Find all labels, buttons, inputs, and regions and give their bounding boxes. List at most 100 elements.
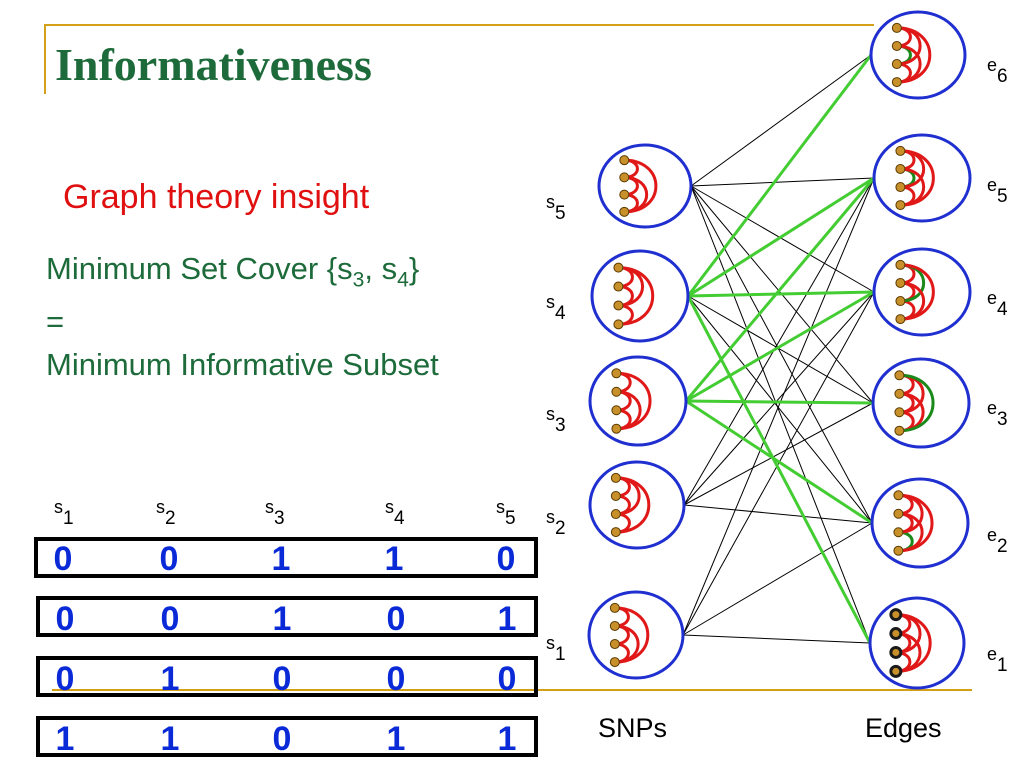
table-cell: 1 bbox=[55, 720, 75, 758]
table-cell: 1 bbox=[272, 600, 292, 638]
snp-label-s5: s5 bbox=[546, 192, 566, 224]
node-dot bbox=[895, 314, 906, 325]
red-arc bbox=[900, 263, 935, 321]
snp-node bbox=[588, 460, 686, 550]
cover-connection-line bbox=[687, 290, 875, 298]
snp-node bbox=[597, 143, 693, 229]
red-arc bbox=[618, 266, 644, 307]
red-arc bbox=[614, 624, 640, 664]
table-header-s3: s3 bbox=[265, 497, 285, 529]
edge-node bbox=[872, 133, 972, 223]
graph-connection-line bbox=[682, 522, 873, 636]
graph-connection-line bbox=[690, 185, 875, 293]
node-dot bbox=[894, 388, 905, 399]
table-header-s4: s4 bbox=[385, 497, 405, 529]
node-dot bbox=[894, 407, 905, 418]
node-dot bbox=[619, 206, 630, 217]
table-cell: 1 bbox=[386, 720, 406, 758]
table-cell: 1 bbox=[497, 600, 517, 638]
node-dot bbox=[610, 490, 621, 501]
snp-label-s3: s3 bbox=[546, 404, 566, 436]
table-header-s1: s1 bbox=[54, 497, 74, 529]
red-arc bbox=[900, 149, 935, 207]
edge-label-e4: e4 bbox=[987, 288, 1008, 320]
table-cell: 0 bbox=[53, 540, 73, 578]
subset-line: Minimum Informative Subset bbox=[46, 347, 439, 382]
node-dot bbox=[613, 281, 624, 292]
table-header-s5: s5 bbox=[496, 497, 516, 529]
graph-connection-line bbox=[690, 185, 871, 644]
node-dot bbox=[891, 59, 902, 70]
table-cell: 0 bbox=[386, 660, 406, 698]
cover-line-separator: , s bbox=[364, 251, 398, 286]
cover-line-main: Minimum Set Cover {s bbox=[46, 251, 353, 286]
edge-node bbox=[872, 247, 972, 337]
red-arc bbox=[895, 613, 932, 673]
node-dot bbox=[611, 405, 622, 416]
cover-index-a: 3 bbox=[352, 268, 365, 292]
node-dot bbox=[893, 527, 904, 538]
edge-label-e2: e2 bbox=[987, 525, 1008, 557]
green-arc bbox=[899, 373, 935, 433]
snp-node bbox=[587, 590, 685, 680]
red-arc bbox=[616, 390, 642, 431]
graph-connection-line bbox=[683, 177, 875, 506]
node-dot bbox=[893, 545, 904, 556]
cover-connection-line bbox=[685, 399, 874, 405]
table-cell: 0 bbox=[55, 660, 75, 698]
table-row bbox=[34, 537, 538, 578]
connection-lines bbox=[682, 54, 876, 644]
cover-connection-line bbox=[686, 54, 873, 297]
node-dot bbox=[611, 423, 622, 434]
node-dot bbox=[894, 425, 905, 436]
node-dot bbox=[893, 508, 904, 519]
node-dot bbox=[893, 490, 904, 501]
node-dot bbox=[889, 608, 903, 622]
table-cell: 1 bbox=[160, 660, 180, 698]
snp-label-s4: s4 bbox=[546, 292, 566, 324]
node-dot bbox=[895, 259, 906, 270]
red-arc bbox=[898, 493, 934, 553]
cover-connection-line bbox=[685, 290, 875, 403]
cover-connection-line bbox=[687, 176, 875, 298]
table-header-s2: s2 bbox=[156, 497, 176, 529]
node-dot bbox=[610, 472, 621, 483]
node-dot bbox=[895, 296, 906, 307]
node-dot bbox=[889, 645, 903, 659]
subtitle: Graph theory insight bbox=[63, 178, 370, 216]
page-title: Informativeness bbox=[55, 39, 372, 90]
graph-connection-line bbox=[683, 402, 874, 506]
node-dot bbox=[891, 77, 902, 88]
graph-connection-line bbox=[683, 291, 875, 506]
edges-axis-label: Edges bbox=[865, 713, 942, 743]
node-dot bbox=[889, 664, 903, 678]
table-cell: 1 bbox=[160, 720, 180, 758]
edge-label-e6: e6 bbox=[987, 55, 1008, 87]
graph-connection-line bbox=[683, 504, 873, 524]
edge-node bbox=[868, 596, 966, 690]
footer-accent-rule bbox=[52, 689, 972, 691]
table-cell: 1 bbox=[384, 540, 404, 578]
table-cell: 0 bbox=[272, 660, 292, 698]
edge-node bbox=[871, 357, 971, 449]
table-cell: 0 bbox=[272, 720, 292, 758]
table-cell: 1 bbox=[497, 720, 517, 758]
node-dot bbox=[609, 657, 620, 668]
equals-sign: = bbox=[46, 304, 65, 339]
table-cell: 0 bbox=[55, 600, 75, 638]
graph-connection-line bbox=[682, 291, 875, 636]
cover-index-b: 4 bbox=[397, 268, 409, 292]
node-dot bbox=[895, 200, 906, 211]
node-dot bbox=[895, 163, 906, 174]
node-dot bbox=[619, 172, 630, 183]
cover-connection-line bbox=[685, 399, 873, 525]
snp-label-s2: s2 bbox=[546, 507, 566, 539]
red-arc bbox=[615, 476, 641, 516]
node-dot bbox=[611, 368, 622, 379]
node-dot bbox=[613, 319, 624, 330]
node-dot bbox=[613, 262, 624, 273]
table-cell: 0 bbox=[496, 540, 516, 578]
node-dot bbox=[889, 627, 903, 641]
node-dot bbox=[613, 300, 624, 311]
node-dot bbox=[610, 527, 621, 538]
